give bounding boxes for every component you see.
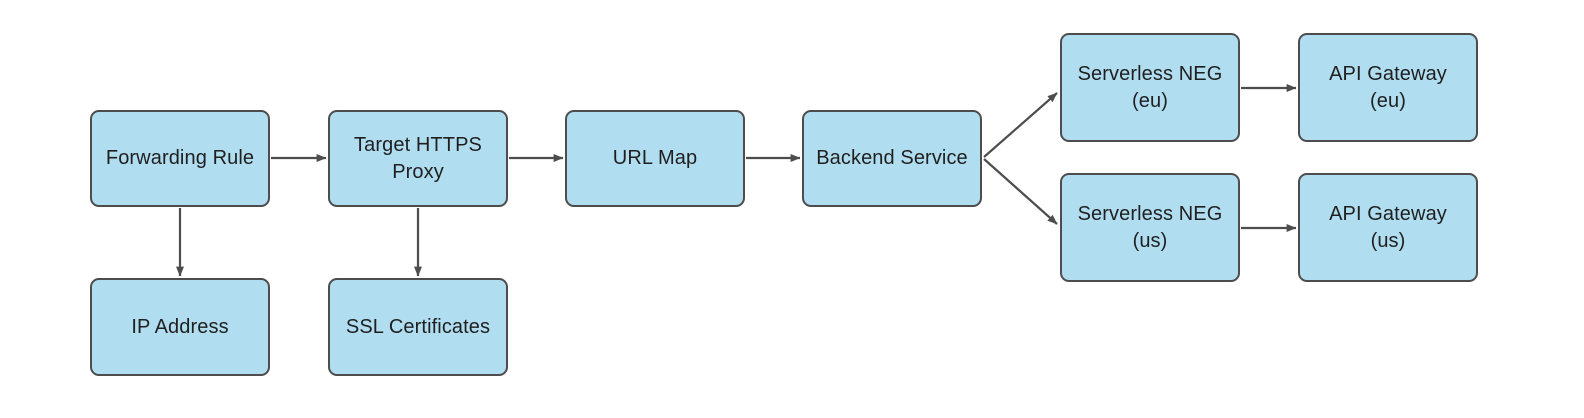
edge-backend-service-to-serverless-neg-us [983,158,1058,225]
node-api-gateway-us[interactable]: API Gateway (us) [1298,173,1478,282]
node-ip-address[interactable]: IP Address [90,278,270,376]
node-ssl-certificates[interactable]: SSL Certificates [328,278,508,376]
node-serverless-neg-us[interactable]: Serverless NEG (us) [1060,173,1240,282]
node-target-https-proxy[interactable]: Target HTTPS Proxy [328,110,508,207]
node-serverless-neg-eu[interactable]: Serverless NEG (eu) [1060,33,1240,142]
edge-backend-service-to-serverless-neg-eu [983,92,1058,158]
node-api-gateway-eu[interactable]: API Gateway (eu) [1298,33,1478,142]
node-url-map[interactable]: URL Map [565,110,745,207]
node-backend-service[interactable]: Backend Service [802,110,982,207]
node-forwarding-rule[interactable]: Forwarding Rule [90,110,270,207]
